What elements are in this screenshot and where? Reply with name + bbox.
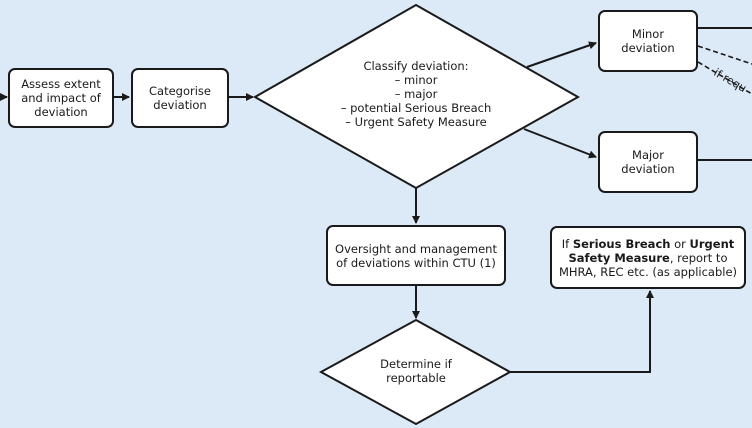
report-line-3: MHRA, REC etc. (as applicable) (558, 264, 738, 279)
major-deviation-node[interactable]: Major deviation (598, 131, 698, 193)
assess-line-1: Assess extent (21, 77, 101, 91)
report-line-1: If Serious Breach or Urgent (559, 237, 737, 251)
minor-deviation-node[interactable]: Minor deviation (598, 10, 698, 72)
classify-deviation-text: Classify deviation: – minor – major – po… (316, 59, 516, 129)
minor-line-1: Minor (631, 27, 665, 41)
report-to-mhra-node[interactable]: If Serious Breach or Urgent Safety Measu… (550, 226, 746, 289)
classify-option-serious-breach: – potential Serious Breach (340, 101, 492, 115)
arrow-classify-to-minor (526, 41, 597, 68)
classify-option-minor: – minor (394, 73, 438, 87)
oversight-management-node[interactable]: Oversight and management of deviations w… (326, 225, 506, 286)
arrow-determine-to-report (510, 290, 654, 373)
determine-diamond[interactable] (318, 318, 513, 426)
report-urgent: Urgent (689, 236, 735, 251)
oversight-line-2: of deviations within CTU (1) (336, 255, 496, 270)
major-line-1: Major (632, 148, 664, 162)
determine-line-2: reportable (386, 371, 446, 385)
assess-line-3: deviation (34, 105, 88, 119)
report-or: or (670, 236, 690, 251)
categorise-line-1: Categorise (149, 84, 211, 98)
report-safety-measure: Safety Measure (568, 250, 670, 265)
categorise-line-2: deviation (153, 98, 207, 112)
report-prefix: If (561, 236, 573, 251)
classify-option-major: – major (394, 87, 438, 101)
assess-extent-node[interactable]: Assess extent and impact of deviation (8, 68, 114, 128)
classify-title: Classify deviation: (363, 59, 469, 73)
minor-dashed-line-lower (697, 61, 752, 95)
minor-dashed-line-upper (697, 45, 752, 65)
determine-reportable-text: Determine if reportable (356, 357, 476, 385)
arrow-classify-to-major (523, 128, 597, 159)
assess-line-2: and impact of (21, 91, 101, 105)
categorise-deviation-node[interactable]: Categorise deviation (131, 68, 229, 128)
oversight-line-1: Oversight and management (335, 241, 497, 256)
determine-line-1: Determine if (380, 357, 452, 371)
classify-option-urgent-safety: – Urgent Safety Measure (345, 115, 487, 129)
report-serious-breach: Serious Breach (572, 236, 671, 251)
minor-line-2: deviation (621, 41, 675, 55)
report-line-2: Safety Measure, report to (559, 251, 737, 265)
major-line-2: deviation (621, 162, 675, 176)
report-suffix: , report to (669, 250, 728, 265)
